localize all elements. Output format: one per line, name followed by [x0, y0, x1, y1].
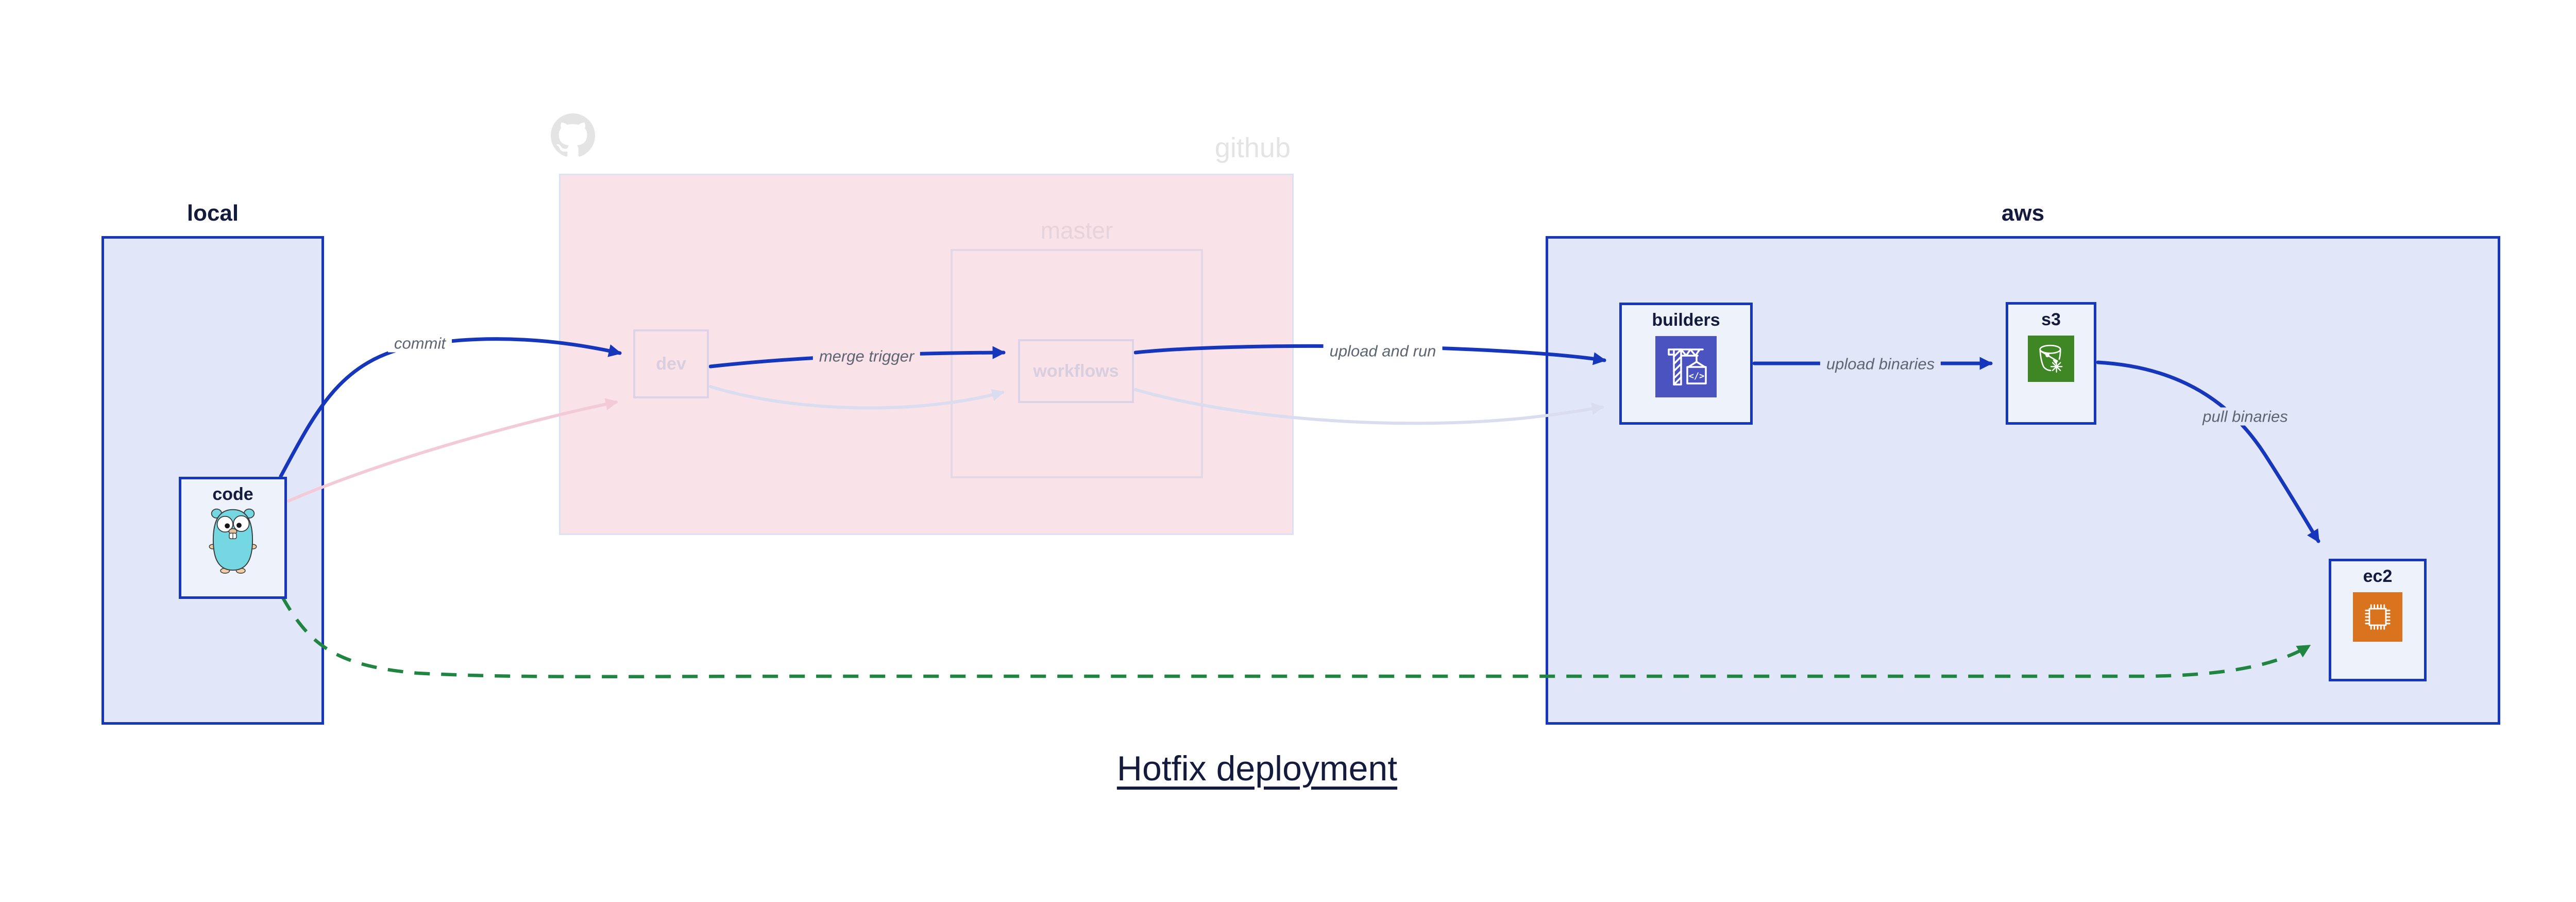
aws-s3-icon: [2028, 336, 2074, 382]
edge-hotfix-bypass: [281, 596, 2311, 679]
node-builders: builders </>: [1619, 303, 1753, 425]
edge-faded-merge: [709, 385, 1005, 410]
edge-pull-binaries: [2096, 360, 2320, 543]
node-dev-label: dev: [656, 354, 686, 374]
node-s3-label: s3: [2041, 310, 2061, 329]
node-workflows: workflows: [1018, 339, 1134, 403]
edge-label-pull-binaries: pull binaries: [2196, 407, 2294, 426]
container-label-master: master: [1040, 217, 1113, 244]
edge-label-commit: commit: [388, 334, 452, 353]
edge-faded-commit: [287, 398, 618, 503]
edge-faded-upload: [1134, 388, 1604, 425]
node-s3: s3: [2006, 302, 2096, 425]
container-label-local: local: [187, 201, 239, 226]
node-ec2-label: ec2: [2363, 566, 2393, 586]
go-gopher-icon: [209, 508, 257, 574]
node-dev: dev: [633, 329, 709, 398]
svg-text:</>: </>: [1688, 371, 1704, 381]
container-master: [951, 249, 1203, 478]
node-workflows-label: workflows: [1033, 361, 1119, 381]
container-label-github: github: [1214, 132, 1291, 163]
node-builders-label: builders: [1652, 310, 1720, 330]
diagram-title-text: Hotfix deployment: [1116, 749, 1398, 788]
diagram-title: Hotfix deployment: [1101, 748, 1413, 789]
container-label-aws: aws: [2001, 201, 2045, 226]
edge-label-upload-binaries: upload binaries: [1820, 355, 1941, 373]
node-code: code: [179, 477, 287, 599]
edge-commit: [279, 337, 622, 478]
aws-ec2-icon: [2353, 592, 2402, 642]
github-logo-icon: [551, 113, 595, 157]
node-code-label: code: [212, 485, 253, 504]
edge-label-merge-trigger: merge trigger: [812, 347, 921, 365]
node-ec2: ec2: [2329, 559, 2427, 681]
aws-codebuild-icon: </>: [1655, 336, 1717, 397]
edge-label-upload-and-run: upload and run: [1323, 342, 1443, 360]
